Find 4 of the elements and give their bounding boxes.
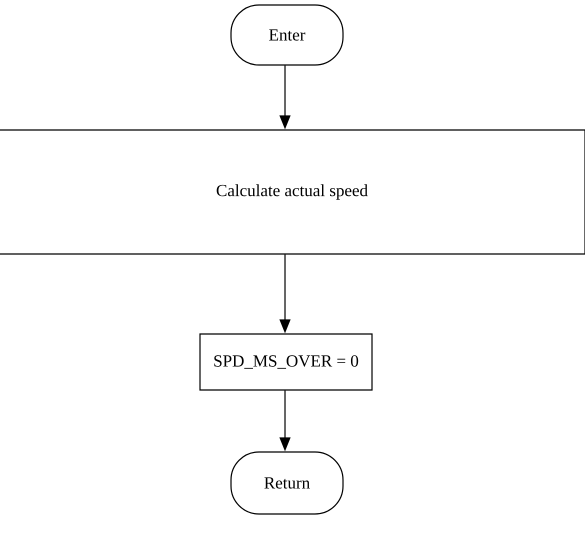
process-box: Calculate actual speed [0,129,585,255]
terminal-stadium: Enter [230,4,344,66]
process-box: SPD_MS_OVER = 0 [199,333,373,391]
terminal-stadium: Return [230,451,344,515]
